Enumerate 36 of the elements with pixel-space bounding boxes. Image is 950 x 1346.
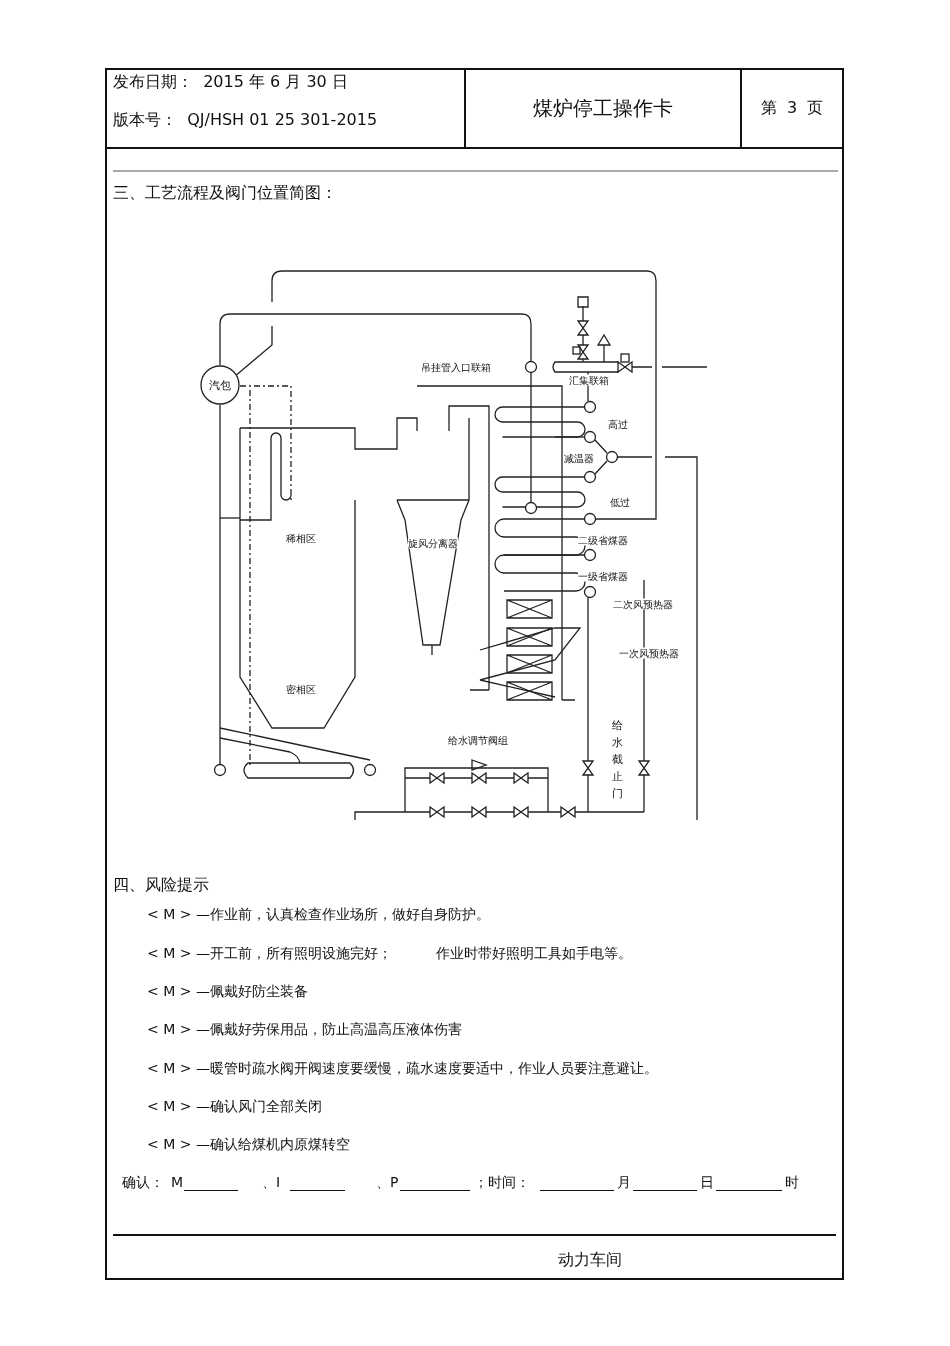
- form-label: M: [171, 1175, 184, 1191]
- diagram-label: 给水调节阀组: [448, 734, 508, 746]
- diagram-label: 低过: [610, 496, 630, 508]
- diagram-label: 一级省煤器: [578, 570, 628, 582]
- risk-note: < M > —作业前，认真检查作业场所，做好自身防护。: [147, 907, 490, 923]
- diagram-label: 高过: [608, 418, 628, 430]
- risk-note: < M > —开工前，所有照明设施完好； 作业时带好照明工具如手电等。: [147, 946, 633, 962]
- risk-note: < M > —确认风门全部关闭: [147, 1099, 322, 1115]
- form-label: 时: [785, 1175, 799, 1191]
- diagram-label: 密相区: [286, 683, 316, 695]
- form-label: 日: [700, 1175, 714, 1191]
- risk-note: < M > —暖管时疏水阀开阀速度要缓慢，疏水速度要适中，作业人员要注意避让。: [147, 1061, 658, 1077]
- form-label: ；时间：: [474, 1175, 530, 1191]
- diagram-label: 二次风预热器: [613, 598, 673, 610]
- header-text: 版本号： QJ/HSH 01 25 301-2015: [113, 111, 378, 129]
- diagram-label: 减温器: [564, 452, 594, 464]
- form-label: 、I: [262, 1175, 281, 1191]
- diagram-label: 稀相区: [286, 532, 316, 544]
- risk-note: < M > —佩戴好防尘装备: [147, 984, 308, 1000]
- risk-note: < M > —佩戴好劳保用品，防止高温高压液体伤害: [147, 1022, 462, 1038]
- form-label: 月: [617, 1175, 631, 1191]
- drum-circle: 汽包: [200, 365, 240, 405]
- footer-text: 动力车间: [558, 1251, 622, 1269]
- form-label: 、P: [376, 1175, 399, 1191]
- page-number: 第 3 页: [760, 99, 824, 117]
- header-text: 发布日期： 2015 年 6 月 30 日: [113, 73, 348, 91]
- section-heading: 四、风险提示: [113, 876, 209, 894]
- diagram-label: 一次风预热器: [619, 647, 679, 659]
- diagram-label: 二级省煤器: [578, 534, 628, 546]
- form-label: 确认：: [122, 1175, 164, 1191]
- section-heading: 三、工艺流程及阀门位置简图：: [113, 184, 337, 202]
- risk-note: < M > —确认给煤机内原煤转空: [147, 1137, 350, 1153]
- diagram-label: 汇集联箱: [569, 374, 609, 386]
- diagram-label: 旋风分离器: [408, 537, 458, 549]
- diagram-label: 吊挂管入口联箱: [421, 361, 491, 373]
- card-title: 煤炉停工操作卡: [533, 97, 673, 119]
